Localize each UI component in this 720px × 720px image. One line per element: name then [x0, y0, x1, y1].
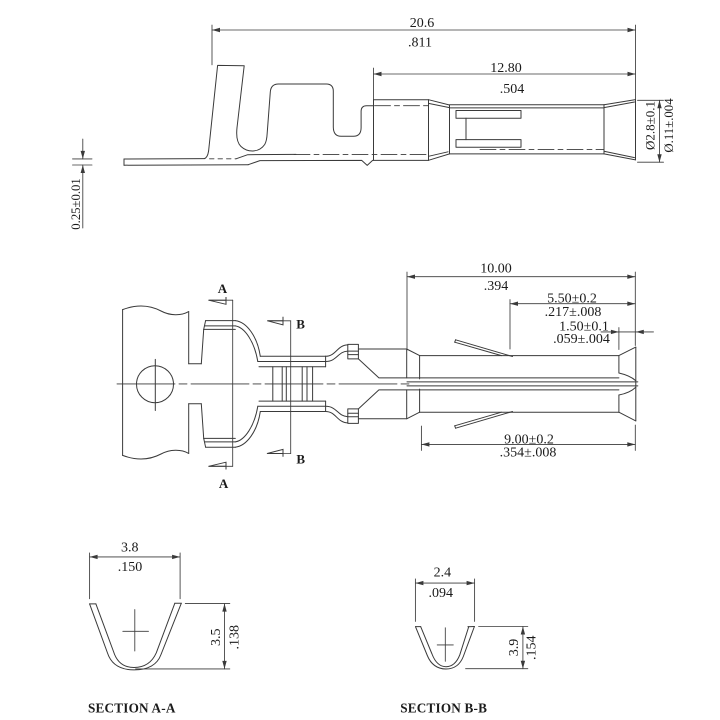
- svg-text:SECTION B-B: SECTION B-B: [400, 701, 487, 716]
- svg-text:.094: .094: [429, 586, 454, 601]
- svg-text:10.00: 10.00: [480, 262, 512, 277]
- svg-text:.394: .394: [484, 279, 509, 294]
- svg-text:Ø.11±.004: Ø.11±.004: [662, 98, 676, 153]
- svg-text:1.50±0.1: 1.50±0.1: [559, 319, 609, 334]
- svg-text:.154: .154: [525, 636, 540, 661]
- svg-text:3.8: 3.8: [121, 541, 139, 556]
- svg-text:.138: .138: [227, 625, 242, 650]
- svg-text:.150: .150: [118, 560, 143, 575]
- svg-text:2.4: 2.4: [434, 566, 452, 581]
- svg-text:.217±.008: .217±.008: [545, 305, 602, 320]
- svg-text:3.5: 3.5: [209, 629, 224, 647]
- svg-text:B: B: [296, 452, 305, 467]
- svg-text:12.80: 12.80: [490, 61, 522, 76]
- svg-text:B: B: [296, 317, 305, 332]
- svg-text:3.9: 3.9: [507, 639, 522, 657]
- svg-text:.059±.004: .059±.004: [553, 332, 610, 347]
- svg-text:.354±.008: .354±.008: [500, 445, 557, 460]
- svg-text:A: A: [219, 476, 229, 491]
- svg-text:20.6: 20.6: [410, 16, 435, 31]
- svg-text:9.00±0.2: 9.00±0.2: [504, 432, 554, 447]
- svg-text:5.50±0.2: 5.50±0.2: [547, 292, 597, 307]
- svg-text:.504: .504: [500, 82, 525, 97]
- svg-text:SECTION A-A: SECTION A-A: [88, 701, 176, 716]
- svg-text:A: A: [218, 281, 228, 296]
- svg-text:.811: .811: [408, 36, 432, 51]
- svg-text:0.25±0.01: 0.25±0.01: [69, 178, 83, 229]
- svg-text:Ø2.8±0.1: Ø2.8±0.1: [643, 101, 658, 150]
